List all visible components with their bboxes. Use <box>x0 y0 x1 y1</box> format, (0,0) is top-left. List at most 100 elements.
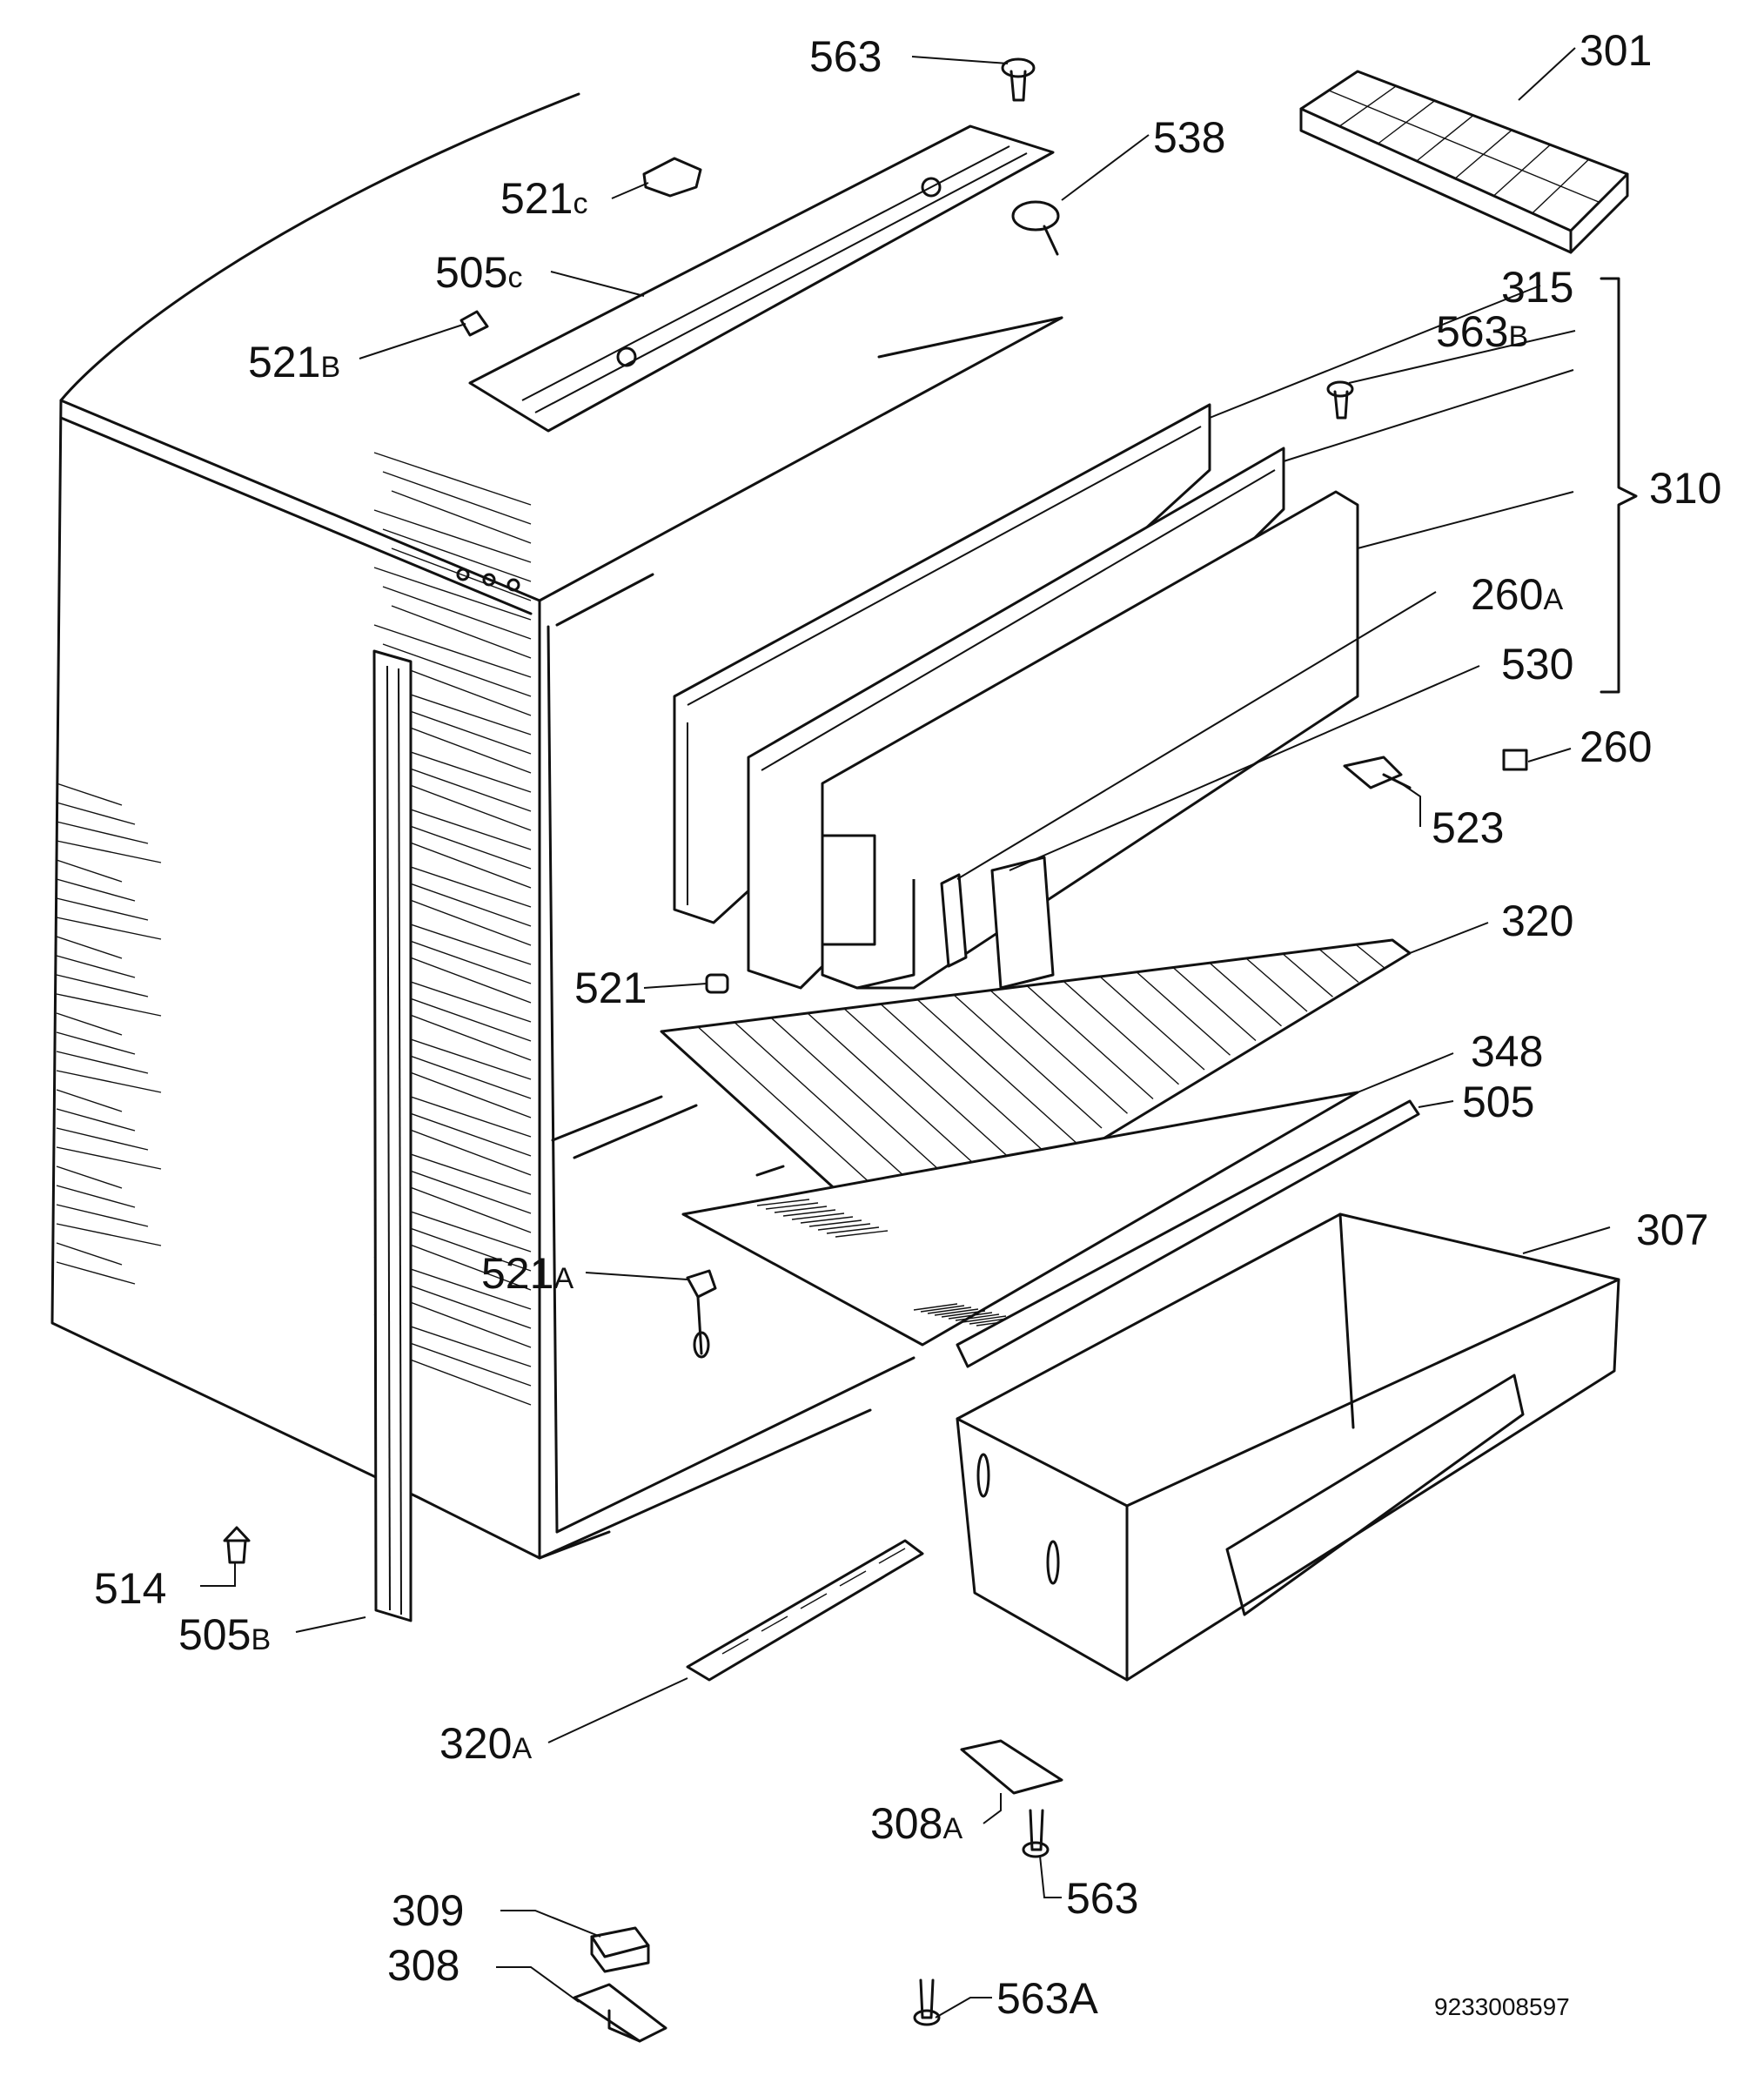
cabinet-hatch-line <box>56 840 162 863</box>
glass-plate-348 <box>681 1091 1359 1347</box>
label-505b: 505B <box>178 1610 271 1659</box>
hinge-538 <box>1011 200 1060 256</box>
shelf-wire <box>989 990 1128 1114</box>
label-530: 530 <box>1501 640 1573 688</box>
leader-lines <box>200 47 1611 2018</box>
cabinet-indicator-dots <box>456 568 520 592</box>
door-gasket-strip-505b <box>372 649 412 1622</box>
cabinet-hatch-line <box>382 586 532 640</box>
cabinet-hatch-line <box>56 802 136 825</box>
screw-563-top <box>1001 57 1036 102</box>
cabinet-hatch-line <box>391 950 532 1004</box>
glass-shade-mark <box>962 1315 1007 1323</box>
cabinet-hatch-line <box>56 878 136 902</box>
shelf-wire <box>1282 953 1333 997</box>
block-309 <box>590 1926 650 1973</box>
cabinet-body <box>50 92 1063 1560</box>
knob-521c <box>642 157 702 198</box>
document-number: 9233008597 <box>1434 1993 1570 2020</box>
cabinet-hatch-line <box>391 1179 532 1233</box>
cabinet-hatch-line <box>391 777 532 831</box>
cabinet-hatch-line <box>56 993 162 1017</box>
glass-shade-mark <box>774 1206 828 1213</box>
shelf-wire <box>1209 962 1282 1027</box>
rail-slot <box>721 1638 749 1655</box>
label-514: 514 <box>94 1564 166 1613</box>
cabinet-hatch-line <box>56 1242 123 1266</box>
cabinet-hatch-line <box>391 547 532 601</box>
handle-530 <box>990 856 1055 990</box>
cabinet-hatch-line <box>56 859 123 883</box>
clip-521 <box>705 973 729 994</box>
glass-shade-mark <box>934 1308 979 1316</box>
label-320: 320 <box>1501 897 1573 945</box>
assembly-bracket-310 <box>1600 277 1638 694</box>
shelf-wire <box>953 994 1103 1129</box>
rail-slot <box>761 1615 788 1632</box>
shelf-wire <box>1245 957 1308 1012</box>
glass-shade-mark <box>808 1219 862 1227</box>
ice-tray-divider <box>1328 90 1600 203</box>
label-538: 538 <box>1153 113 1225 162</box>
cabinet-hatch-line <box>56 1108 136 1132</box>
label-521a: 521A <box>481 1249 573 1298</box>
shelf-wire <box>1318 948 1359 984</box>
glass-shade-mark <box>835 1230 889 1238</box>
crisper-drawer-307 <box>956 1212 1620 1682</box>
label-523: 523 <box>1432 803 1504 852</box>
top-rail-505c <box>468 124 1055 433</box>
part-number-labels: 563 301 538 521c 505c 315 563B 521B 310 … <box>94 26 1721 2023</box>
cabinet-hatch-line <box>391 1294 532 1348</box>
glass-shade-mark <box>955 1313 1000 1321</box>
screw-514 <box>223 1526 251 1564</box>
shelf-wire <box>880 1003 1051 1159</box>
cabinet-hatch-line <box>56 955 136 978</box>
cabinet-hatch-line <box>382 528 532 582</box>
rail-slot <box>800 1593 828 1609</box>
cabinet-hatch-line <box>391 1237 532 1291</box>
label-521: 521 <box>574 964 647 1012</box>
shelf-wire <box>843 1008 1025 1172</box>
screw-563b <box>1326 380 1354 420</box>
cabinet-hatch-line <box>391 662 532 716</box>
glass-shade-mark <box>920 1305 965 1313</box>
glass-shade-mark <box>782 1209 836 1217</box>
cabinet-hatch-line <box>391 835 532 889</box>
cabinet-hatch-line <box>391 1065 532 1118</box>
cabinet-hatch-line <box>56 974 149 997</box>
cabinet-hatch-line <box>56 1089 123 1112</box>
cabinet-hatch-line <box>373 567 532 621</box>
cabinet-hatch-line <box>56 897 149 921</box>
cabinet-hatch-line <box>373 624 532 678</box>
label-505: 505 <box>1462 1078 1534 1126</box>
cabinet-hatch-line <box>56 936 123 959</box>
rail-slot <box>878 1548 906 1564</box>
label-315: 315 <box>1501 263 1573 312</box>
cabinet-hatch-line <box>391 1122 532 1176</box>
cabinet-hatch-line <box>56 1031 136 1055</box>
label-308a: 308A <box>870 1799 962 1848</box>
glass-shade-mark <box>913 1303 958 1311</box>
cabinet-hatch-line <box>56 1223 162 1246</box>
shelf-wire <box>1172 966 1257 1042</box>
cabinet-hatch-line <box>56 821 149 844</box>
glass-shade-mark <box>756 1199 810 1206</box>
glass-shade-mark <box>817 1223 871 1231</box>
label-260a: 260A <box>1471 570 1563 619</box>
shelf-wire <box>1026 984 1154 1100</box>
label-563-bottom: 563 <box>1066 1874 1138 1923</box>
clip-521b <box>459 310 489 337</box>
cabinet-hatch-line <box>56 1204 149 1227</box>
cabinet-hatch-line <box>373 509 532 563</box>
door-outer-panel <box>821 490 1359 990</box>
cabinet-hatch-line <box>391 1007 532 1061</box>
latch-260a <box>940 873 968 968</box>
label-320a: 320A <box>439 1719 532 1768</box>
label-301: 301 <box>1580 26 1652 75</box>
glass-shade-mark <box>927 1306 972 1314</box>
shelf-wire <box>1136 971 1231 1056</box>
cabinet-hatch-line <box>382 471 532 525</box>
label-310: 310 <box>1649 464 1721 513</box>
cabinet-hatch-line <box>56 1261 136 1285</box>
